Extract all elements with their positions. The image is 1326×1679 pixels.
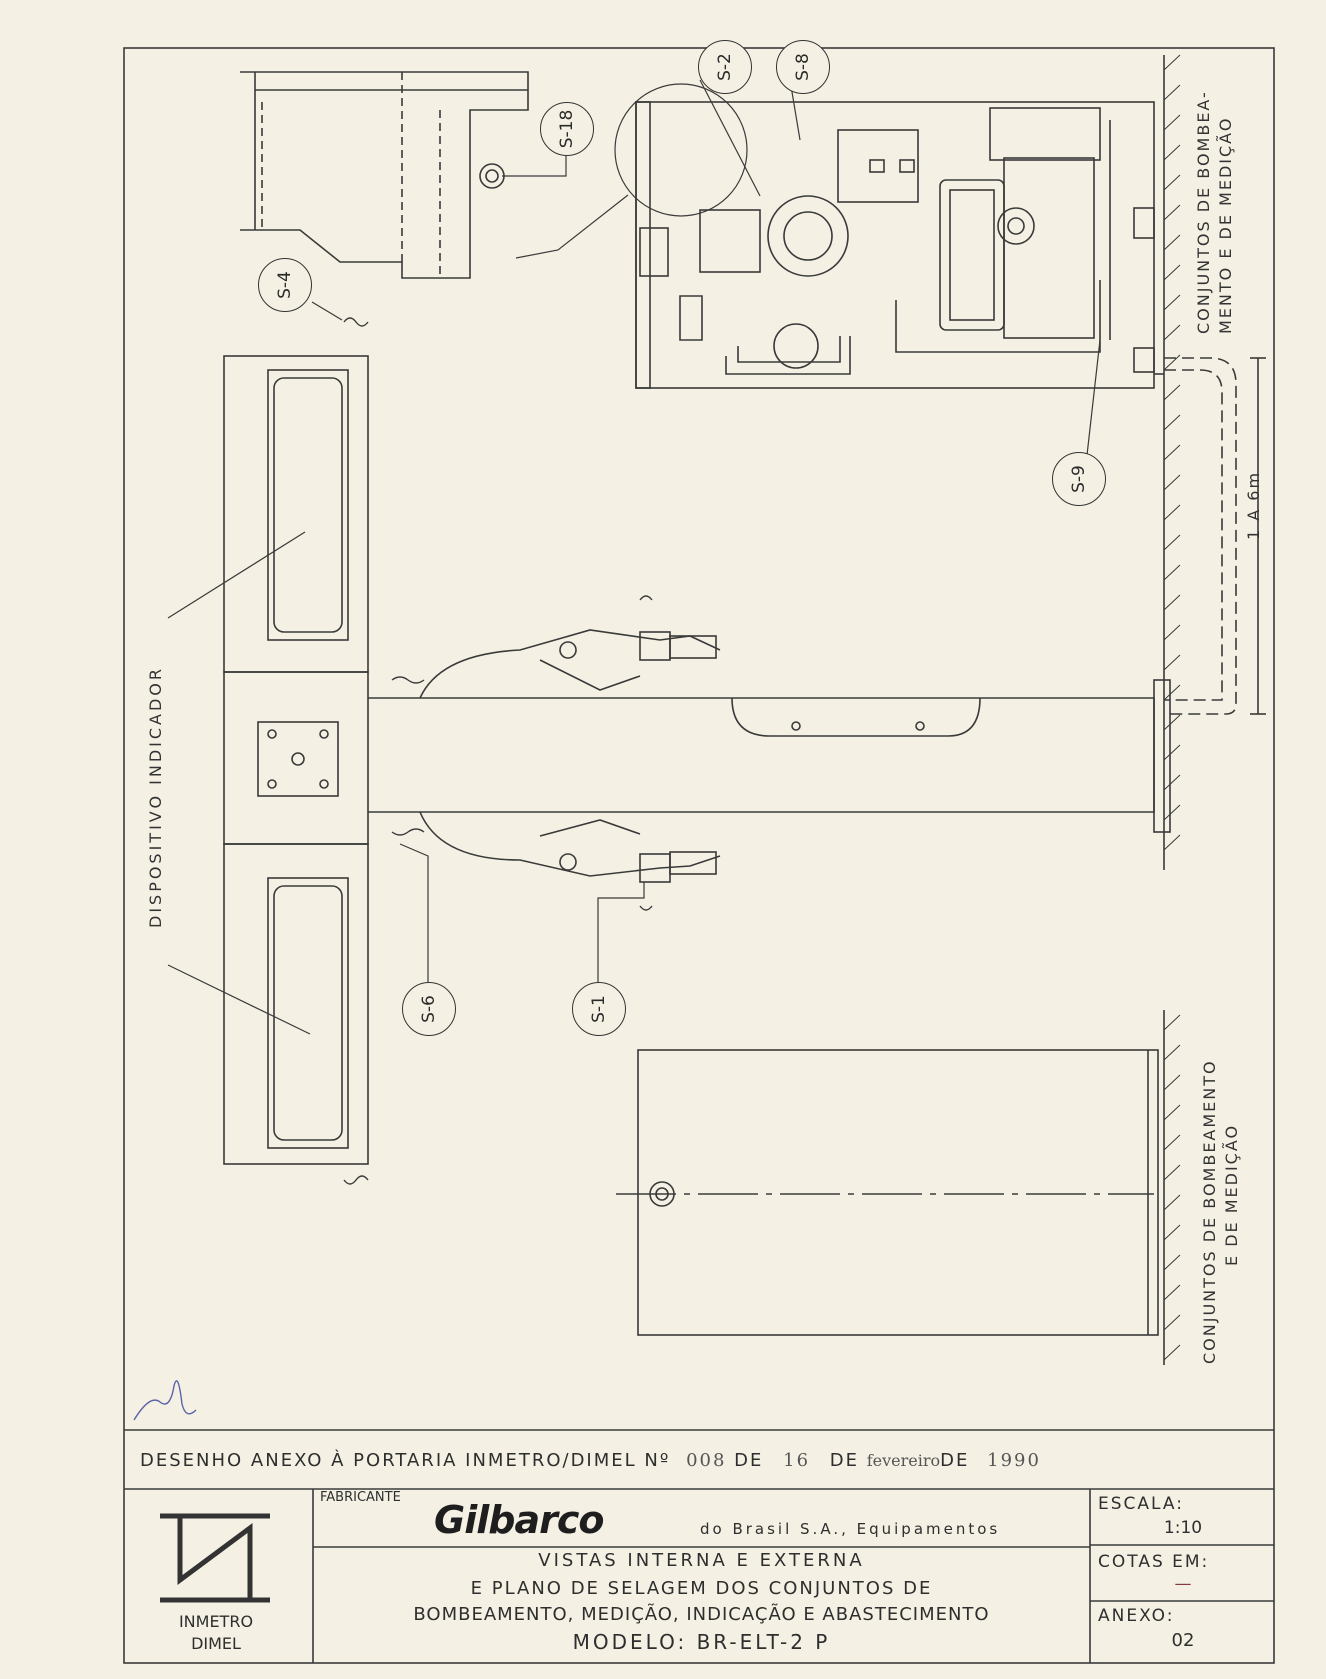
callout-s8: S-8 <box>776 40 830 94</box>
sheet-frame <box>123 47 1275 1664</box>
callout-s4: S-4 <box>258 258 312 312</box>
bottom-assembly-label-2: E DE MEDIÇÃO <box>1222 1123 1241 1266</box>
dimel-logo-text: DIMEL <box>191 1634 241 1653</box>
callout-s6: S-6 <box>402 982 456 1036</box>
cotas-value: — <box>1174 1574 1192 1594</box>
ground-line-bottom <box>1163 1010 1181 1365</box>
callout-s2: S-2 <box>698 40 752 94</box>
callout-s1: S-1 <box>572 982 626 1036</box>
callout-s18: S-18 <box>540 102 594 156</box>
inmetro-logo-text: INMETRO <box>178 1612 254 1631</box>
display-device-label: DISPOSITIVO INDICADOR <box>146 665 165 928</box>
callout-leaders <box>311 79 1101 982</box>
nozzle-upper <box>419 629 721 699</box>
inmetro-logo <box>160 1513 270 1603</box>
top-assembly-label-2: MENTO E DE MEDIÇÃO <box>1216 116 1235 334</box>
cotas-label: COTAS EM: <box>1098 1552 1210 1572</box>
description-line-3: BOMBEAMENTO, MEDIÇÃO, INDICAÇÃO E ABASTE… <box>413 1604 990 1625</box>
escala-label: ESCALA: <box>1098 1494 1184 1514</box>
display-housing <box>223 355 369 1165</box>
escala-value: 1:10 <box>1163 1518 1203 1538</box>
gilbarco-logo: Gilbarco <box>434 1498 604 1542</box>
fabricante-label: FABRICANTE <box>320 1490 401 1505</box>
description-line-2: E PLANO DE SELAGEM DOS CONJUNTOS DE <box>470 1578 933 1599</box>
top-assembly-label-1: CONJUNTOS DE BOMBEA- <box>1194 90 1213 334</box>
signature-mark <box>133 1380 197 1421</box>
anexo-value: 02 <box>1171 1630 1195 1651</box>
dimension-label: 1 A 6m <box>1244 470 1263 540</box>
ground-line-top <box>1163 54 1181 870</box>
callout-s9: S-9 <box>1052 452 1106 506</box>
bottom-assembly-label-1: CONJUNTOS DE BOMBEAMENTO <box>1200 1059 1219 1364</box>
pump-assembly <box>635 101 1164 389</box>
partial-detail-view <box>240 71 529 279</box>
anexo-label: ANEXO: <box>1098 1606 1175 1626</box>
description-line-1: VISTAS INTERNA E EXTERNA <box>538 1550 865 1571</box>
annex-line: DESENHO ANEXO À PORTARIA INMETRO/DIMEL N… <box>140 1450 1041 1471</box>
cabinet-external-view <box>616 1049 1159 1336</box>
model-line: MODELO: BR-ELT-2 P <box>572 1630 831 1654</box>
buried-pipe <box>1164 357 1237 715</box>
company-name: do Brasil S.A., Equipamentos <box>700 1520 1001 1538</box>
pump-column <box>368 679 1171 833</box>
nozzle-lower <box>419 811 721 883</box>
seal-wires <box>343 317 653 1185</box>
